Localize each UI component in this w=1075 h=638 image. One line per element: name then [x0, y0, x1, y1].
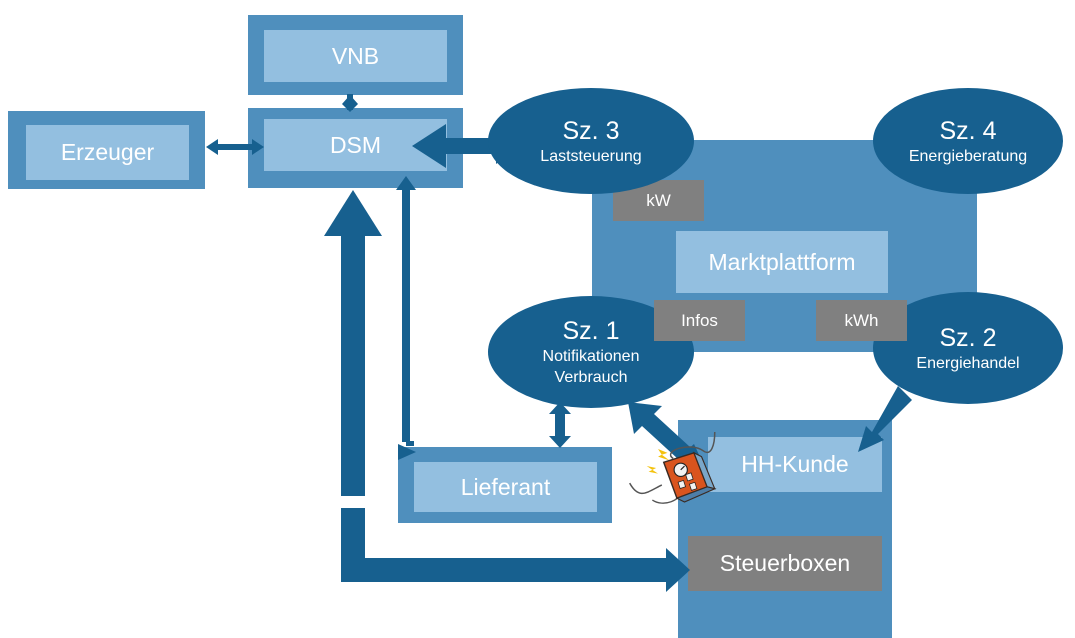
- erzeuger-label: Erzeuger: [26, 125, 189, 180]
- scenario-4-title: Sz. 4: [939, 116, 997, 145]
- steuerboxen-label: Steuerboxen: [688, 536, 882, 591]
- scenario-3-title: Sz. 3: [562, 116, 620, 145]
- vnb-label: VNB: [264, 30, 447, 82]
- arrow-erzeuger-dsm-left: [206, 139, 218, 155]
- arrow-lieferant-sz1-shaft: [555, 410, 565, 438]
- arrow-dsm-lieferant-shaft: [402, 186, 410, 442]
- arrow-steuerboxen-dsm-shaft: [341, 232, 365, 496]
- dsm-label: DSM: [264, 119, 447, 171]
- scenario-1-subtitle-line2: Verbrauch: [554, 369, 628, 386]
- kwh-tag: kWh: [816, 300, 907, 341]
- meter-icon: [629, 432, 717, 504]
- arrow-vnb-dsm: [342, 95, 358, 108]
- arrow-steuerboxen-dsm-head: [324, 190, 382, 236]
- lieferant-label: Lieferant: [414, 462, 597, 512]
- infos-tag: Infos: [654, 300, 745, 341]
- scenario-2-title: Sz. 2: [939, 323, 997, 352]
- arrow-dsm-lieferant-foot: [406, 441, 414, 446]
- arrow-steuerboxen-dsm-lower: [341, 508, 365, 582]
- hh-kunde-label: HH-Kunde: [708, 437, 882, 492]
- scenario-2-subtitle: Energiehandel: [916, 354, 1020, 372]
- scenario-1-title: Sz. 1: [562, 317, 620, 345]
- scenario-3-subtitle: Laststeuerung: [540, 147, 642, 165]
- scenario-4-subtitle: Energieberatung: [908, 147, 1028, 165]
- scenario-3-ellipse: Sz. 3 Laststeuerung: [488, 88, 694, 194]
- arrow-steuerboxen-dsm-horizontal: [341, 558, 673, 582]
- marktplattform-label: Marktplattform: [676, 231, 888, 293]
- scenario-4-ellipse: Sz. 4 Energieberatung: [873, 88, 1063, 194]
- scenario-1-subtitle-line1: Notifikationen: [542, 348, 640, 365]
